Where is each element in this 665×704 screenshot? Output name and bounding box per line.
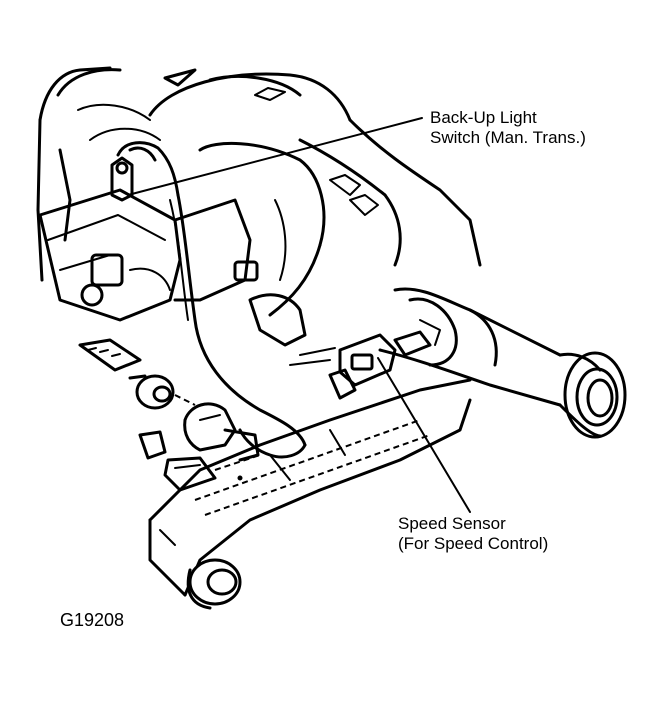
speed-label-line1: Speed Sensor xyxy=(398,514,506,533)
output-shaft-end xyxy=(558,351,627,439)
transmission-case xyxy=(148,72,482,317)
exploded-connector-parts xyxy=(78,338,261,492)
speed-sensor-leader xyxy=(377,357,471,513)
extension-housing xyxy=(378,287,562,407)
backup-light-switch-label: Back-Up Light Switch (Man. Trans.) xyxy=(430,108,586,148)
crossmember xyxy=(148,378,472,597)
mount-bushing xyxy=(186,558,242,610)
backup-label-line1: Back-Up Light xyxy=(430,108,537,127)
backup-label-line2: Switch (Man. Trans.) xyxy=(430,128,586,147)
bell-housing xyxy=(36,66,197,282)
speed-sensor xyxy=(289,330,432,400)
speed-label-line2: (For Speed Control) xyxy=(398,534,549,553)
backup-switch-leader xyxy=(127,117,423,196)
backup-light-switch xyxy=(110,141,180,202)
speed-sensor-label: Speed Sensor (For Speed Control) xyxy=(398,514,548,554)
figure-id: G19208 xyxy=(60,610,125,630)
